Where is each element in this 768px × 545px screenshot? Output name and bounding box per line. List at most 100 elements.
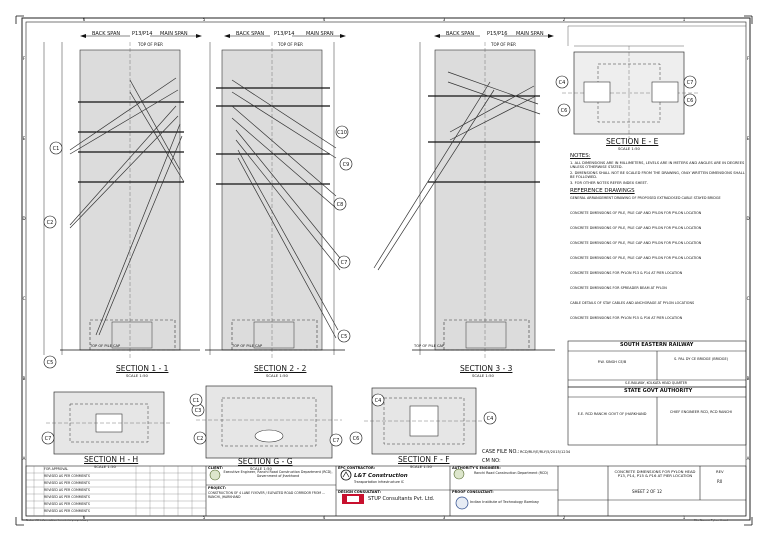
reference-item: CONCRETE DIMENSIONS FOR SPREADER BEAM AT… — [570, 286, 667, 290]
section-f-f-scale: SCALE 1:50 — [410, 464, 432, 469]
cable-callout: C9 — [339, 157, 353, 171]
section-e-e-title: SECTION E - E — [606, 137, 659, 146]
svg-text:C6: C6 — [353, 436, 360, 442]
pier-label-1: P13/P14 — [132, 31, 153, 37]
revision-grid — [26, 466, 206, 516]
section-3-3-scale: SCALE 1:50 — [472, 373, 494, 378]
svg-text:C4: C4 — [559, 80, 566, 86]
proof-consultant-name: Indian Institute of Technology Bombay — [470, 500, 539, 504]
svg-text:C8: C8 — [337, 202, 344, 208]
client-name: Executive Engineer, Ranchi Road Construc… — [223, 470, 333, 478]
pier-label-3: P15/P16 — [487, 31, 508, 37]
grid-col-label: 1 — [683, 515, 686, 520]
svg-text:C1: C1 — [53, 146, 60, 152]
grid-row-label: F — [23, 56, 26, 61]
top-of-pilecap-1: TOP OF PILE CAP — [90, 344, 121, 348]
grid-col-label: 2 — [563, 17, 566, 22]
cable-callout: C7 — [683, 75, 697, 89]
design-consultant-name: STUP Consultants Pvt. Ltd. — [368, 496, 435, 502]
cable-callout: C4 — [555, 75, 569, 89]
back-span-label-3: BACK SPAN — [446, 31, 475, 37]
iit-logo — [455, 496, 469, 510]
svg-text:C7: C7 — [333, 438, 340, 444]
epc-subtitle: Transportation Infrastructure IC — [354, 480, 405, 484]
section-f-f-title: SECTION F - F — [398, 455, 450, 464]
cable-callout: C2 — [193, 431, 207, 445]
authority-boxes — [567, 340, 747, 446]
outer-border — [21, 17, 751, 521]
cable-callout: C7 — [329, 433, 343, 447]
section-1-1-drawing — [43, 34, 202, 360]
svg-text:C10: C10 — [337, 130, 347, 136]
drawing-title: CONCRETE DIMENSIONS FOR PYLON HEAD P13, … — [614, 469, 696, 479]
section-2-2-scale: SCALE 1:50 — [266, 373, 288, 378]
railway-signatory-left: P.W. SINGH CE/B — [597, 360, 627, 364]
cable-callout: C10 — [335, 125, 349, 139]
grid-col-label: 6 — [83, 17, 86, 22]
grid-col-label: 5 — [203, 515, 206, 520]
section-e-e-drawing — [562, 45, 700, 140]
rev-label: REV — [716, 469, 724, 474]
cable-callout: C2 — [43, 215, 57, 229]
section-g-g-title: SECTION G - G — [238, 457, 293, 466]
notes-item: 3. FOR OTHER NOTES REFER INDEX SHEET. — [570, 181, 648, 185]
top-of-pier-label-1: TOP OF PIER — [138, 42, 163, 47]
case-file-label: CASE FILE NO.: — [482, 449, 520, 455]
notes-heading: NOTES: — [570, 153, 591, 159]
grid-row-label: D — [746, 216, 749, 221]
cable-callout: C6 — [683, 93, 697, 107]
sheet-number: SHEET 2 OF 12 — [632, 489, 662, 494]
grid-row-label: C — [747, 296, 750, 301]
cable-callout: C6 — [557, 103, 571, 117]
client-label: CLIENT: — [208, 466, 224, 470]
grid-col-label: 5 — [203, 17, 206, 22]
reference-item: CONCRETE DIMENSIONS OF PILE, PILE CAP AN… — [570, 211, 702, 215]
svg-text:C5: C5 — [47, 360, 54, 366]
svg-text:C3: C3 — [195, 408, 202, 414]
lt-logo — [340, 469, 352, 481]
cable-callout: C5 — [337, 329, 351, 343]
revision-row: REVISED AS PER COMMENTS — [44, 474, 90, 478]
top-of-pilecap-3: TOP OF PILE CAP — [414, 344, 445, 348]
epc-name: L&T Construction — [354, 473, 408, 479]
cable-callout: C4 — [483, 411, 497, 425]
footer-file-name: File Name: Pylon Head — [694, 518, 728, 522]
pier-label-2: P13/P14 — [274, 31, 295, 37]
cm-no-label: CM NO: — [482, 458, 501, 464]
top-of-pilecap-2: TOP OF PILE CAP — [232, 344, 263, 348]
cable-callout: C7 — [41, 431, 55, 445]
section-2-2-title: SECTION 2 - 2 — [254, 364, 307, 373]
svg-text:C7: C7 — [341, 260, 348, 266]
project-label: PROJECT: — [208, 486, 227, 490]
section-f-f-drawing — [364, 387, 486, 455]
svg-text:C7: C7 — [45, 436, 52, 442]
grid-row-label: F — [747, 56, 750, 61]
state-signatory-left: E.E. RCD RANCHI GOVT OF JHARKHAND — [577, 412, 647, 416]
grid-col-label: 2 — [563, 515, 566, 520]
reference-item: CONCRETE DIMENSIONS OF PILE, PILE CAP AN… — [570, 241, 702, 245]
rcd-emblem — [209, 468, 465, 481]
railway-authority-title: SOUTH EASTERN RAILWAY — [620, 342, 694, 348]
notes-item: 2. DIMENSIONS SHALL NOT BE SCALED FROM T… — [570, 171, 745, 180]
corner-marks — [15, 15, 753, 526]
grid-col-label: 4 — [323, 515, 326, 520]
svg-text:C6: C6 — [561, 108, 568, 114]
project-name: CONSTRUCTION OF 4 LANE FLYOVER / ELEVATE… — [208, 491, 325, 499]
reference-item: CONCRETE DIMENSIONS FOR PYLON P15 & P16 … — [570, 316, 683, 320]
svg-text:C9: C9 — [343, 162, 350, 168]
revision-row: REVISED AS PER COMMENTS — [44, 509, 90, 513]
stup-logo — [342, 494, 364, 504]
svg-text:C2: C2 — [197, 436, 204, 442]
cable-callout: C1 — [49, 141, 63, 155]
grid-row-label: A — [747, 456, 750, 461]
revision-row: REVISED AS PER COMMENTS — [44, 481, 90, 485]
reference-item: CABLE DETAILS OF STAY CABLES AND ANCHORA… — [570, 301, 695, 305]
reference-rules — [567, 25, 746, 46]
grid-row-label: B — [747, 376, 750, 381]
cable-callout: C8 — [333, 197, 347, 211]
authority-engineer-name: Ranchi Road Construction Department (RCD… — [473, 471, 549, 475]
